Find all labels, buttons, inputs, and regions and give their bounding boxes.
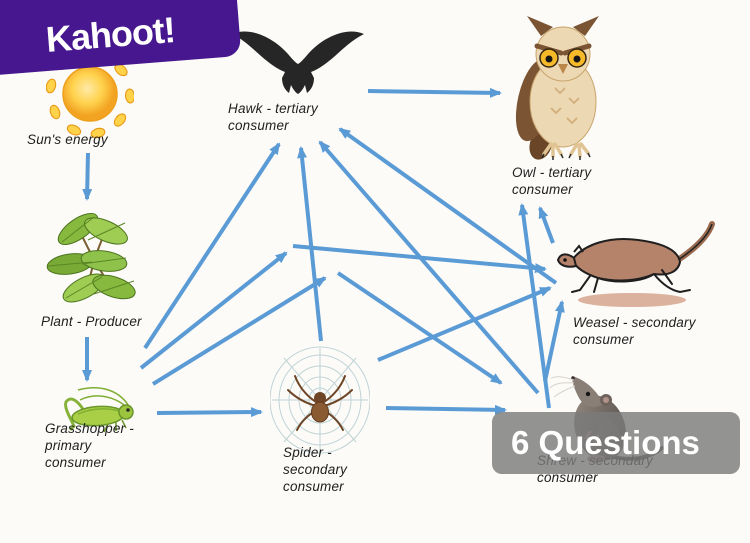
spider-illustration — [269, 346, 371, 459]
arrow-shrew-to-owl — [518, 203, 551, 409]
owl-icon — [515, 16, 599, 160]
spider-icon — [269, 346, 371, 454]
grasshopper-illustration — [50, 376, 145, 439]
arrow-grasshopper-to-hawk — [143, 142, 281, 350]
grasshopper-icon — [64, 387, 134, 433]
label-weasel: Weasel - secondary consumer — [573, 315, 696, 347]
label-hawk: Hawk - tertiary consumer — [228, 101, 319, 133]
question-count-badge: 6 Questions — [492, 412, 740, 474]
arrow-spider-to-weasel — [377, 286, 552, 362]
question-count-label: 6 Questions — [511, 424, 700, 461]
arrow-sun-to-plant — [82, 152, 93, 201]
kahoot-logo-text: Kahoot! — [44, 8, 177, 60]
hawk-illustration — [228, 28, 368, 113]
plant-icon — [46, 212, 136, 303]
weasel-icon — [556, 221, 715, 307]
arrow-spider-to-shrew — [385, 404, 507, 415]
label-owl: Owl - tertiary consumer — [512, 165, 592, 197]
hawk-icon — [232, 31, 364, 94]
arrow-grasshopper-to-spider — [156, 407, 263, 418]
owl-illustration — [503, 14, 615, 169]
weasel-illustration — [550, 220, 718, 315]
label-sun: Sun's energy — [27, 132, 108, 147]
arrow-hawk-to-owl — [367, 87, 502, 98]
label-spider: Spider - secondary consumer — [283, 445, 348, 494]
arrow-spider-to-hawk — [297, 146, 323, 342]
label-plant: Plant - Producer — [41, 314, 142, 329]
arrow-grasshopper-to-weasel — [292, 244, 547, 274]
plant-illustration — [42, 202, 146, 319]
label-grasshopper: Grasshopper - primary consumer — [45, 421, 134, 470]
arrow-grasshopper-to-weasel — [139, 251, 288, 370]
kahoot-logo-badge: Kahoot! — [0, 0, 242, 76]
